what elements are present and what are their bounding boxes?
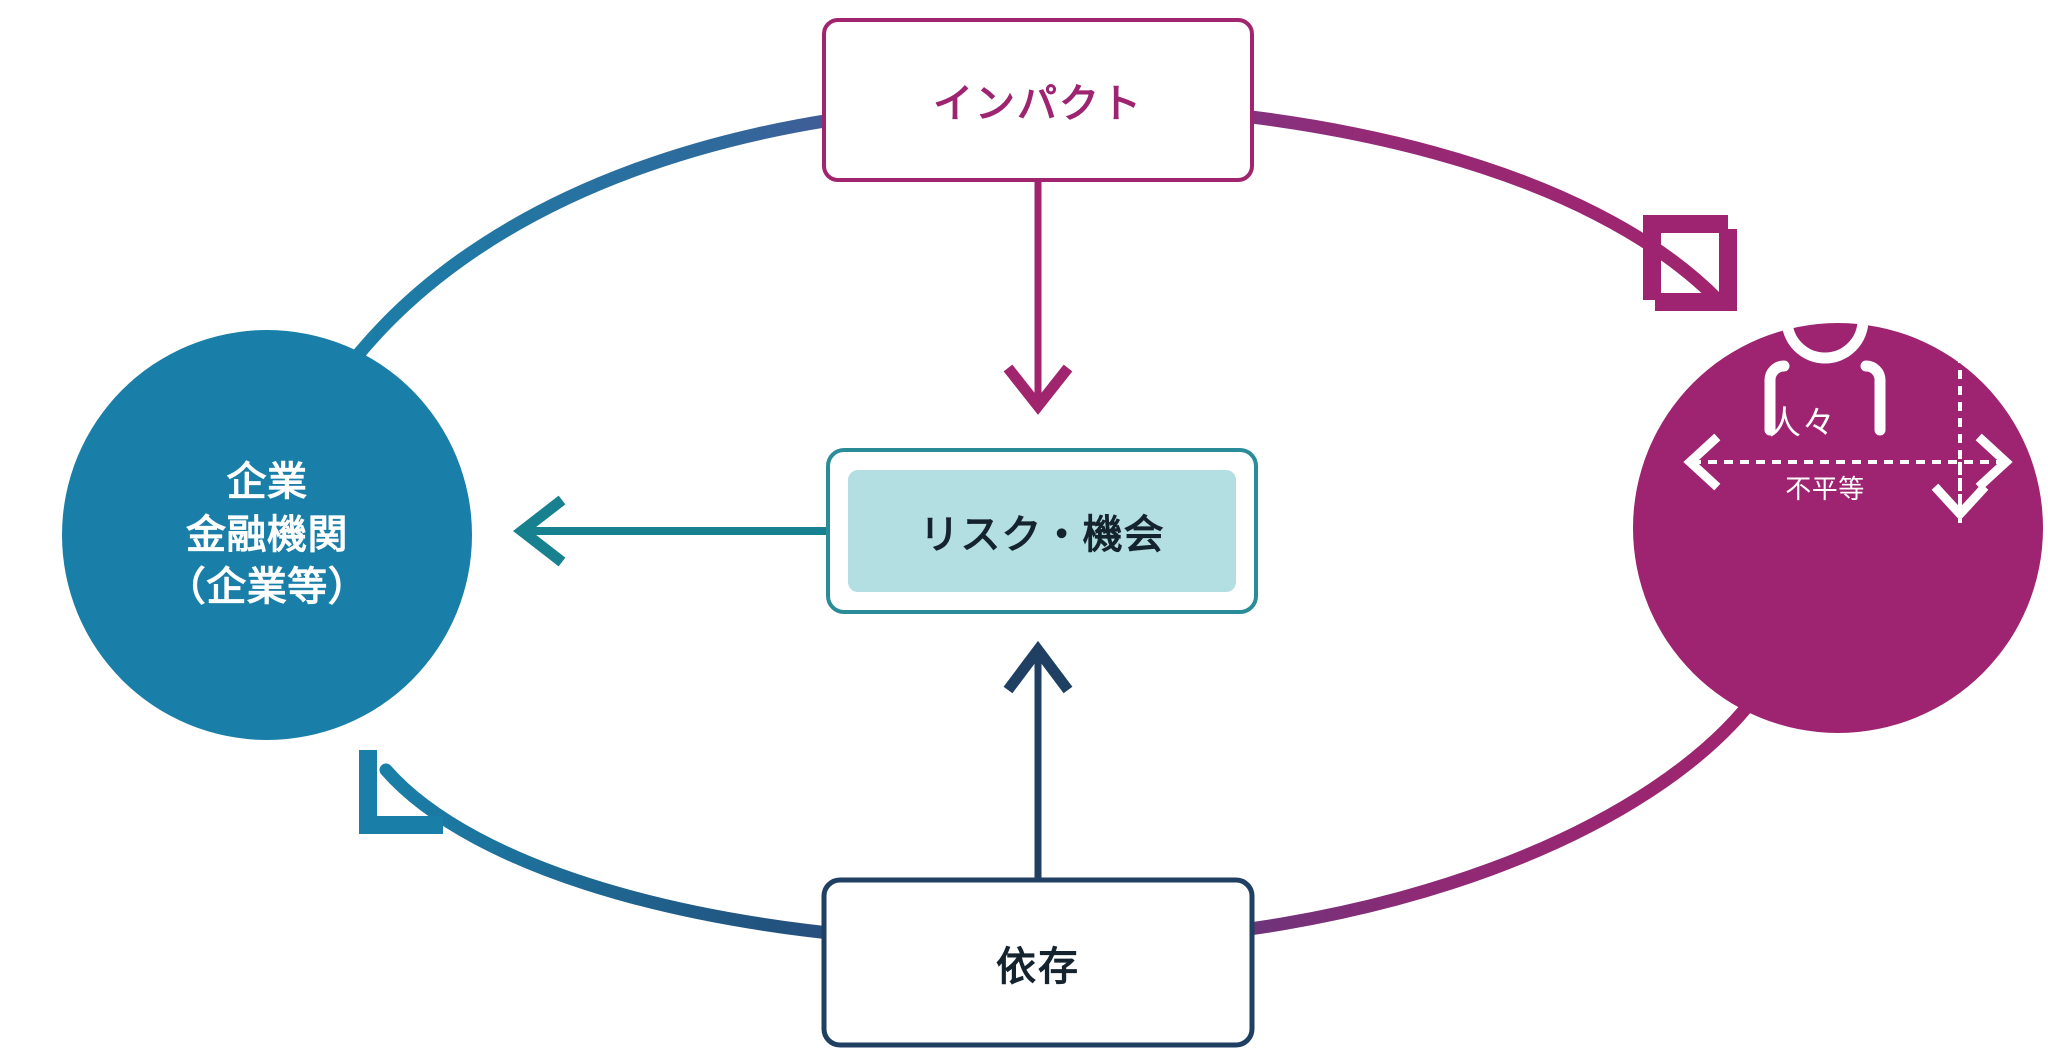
organization-circle[interactable] — [62, 330, 472, 740]
person-icon — [1764, 276, 1886, 436]
people-circle[interactable] — [1633, 323, 2043, 733]
dependency-to-risk-arrow — [1003, 640, 1073, 880]
risk-to-organization-arrow — [513, 495, 828, 567]
impact-to-risk-arrow — [1003, 180, 1073, 415]
impact-box[interactable] — [822, 18, 1254, 182]
vertical-inequality-arrow-icon — [1931, 281, 1989, 528]
dependency-box[interactable] — [821, 877, 1255, 1048]
risk-box[interactable] — [826, 448, 1258, 614]
horizontal-inequality-arrow-icon — [1683, 433, 2013, 491]
